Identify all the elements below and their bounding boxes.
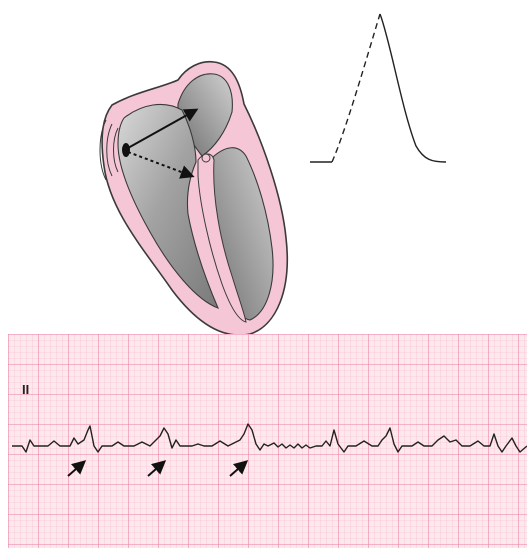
downstroke-solid (380, 14, 446, 162)
lead-label: II (22, 382, 29, 397)
heart-illustration (100, 62, 287, 335)
valve-node (202, 154, 210, 162)
ecg-strip: II (8, 334, 527, 548)
p-wave-diagram (310, 14, 446, 162)
ectopic-focus (122, 143, 130, 157)
upstroke-dashed (332, 14, 380, 162)
